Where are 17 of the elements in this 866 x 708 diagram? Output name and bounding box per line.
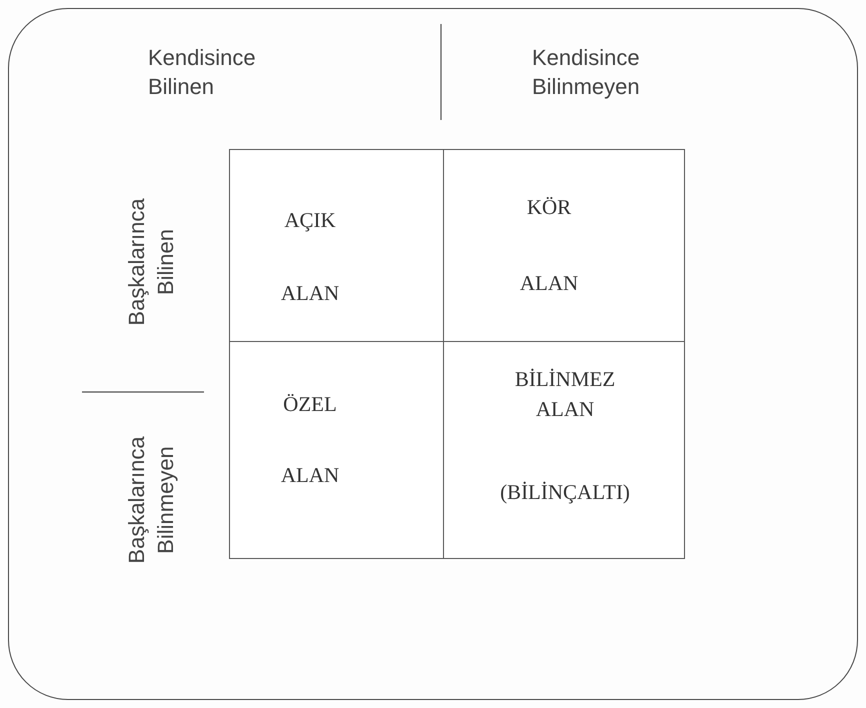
quadrant-text: BİLİNMEZ ALAN — [514, 366, 616, 424]
quadrant-text: ÖZEL — [282, 391, 338, 418]
quadrant-cell — [443, 341, 685, 559]
quadrant-text: (BİLİNÇALTI) — [499, 479, 631, 506]
quadrant-text: ALAN — [280, 280, 340, 307]
quadrant-cell — [229, 341, 445, 559]
quadrant-cell — [229, 149, 445, 343]
column-header: Kendisince Bilinmeyen — [532, 44, 641, 101]
row-header: Başkalarınca Bilinmeyen — [123, 435, 179, 566]
column-header: Kendisince Bilinen — [148, 44, 257, 101]
quadrant-cell — [443, 149, 685, 343]
quadrant-text: ALAN — [518, 270, 580, 297]
quadrant-text: AÇIK — [283, 207, 337, 234]
rounded-frame — [8, 8, 858, 700]
quadrant-text: KÖR — [526, 194, 572, 221]
quadrant-text: ALAN — [280, 462, 340, 489]
row-header: Başkalarınca Bilinen — [123, 197, 179, 328]
